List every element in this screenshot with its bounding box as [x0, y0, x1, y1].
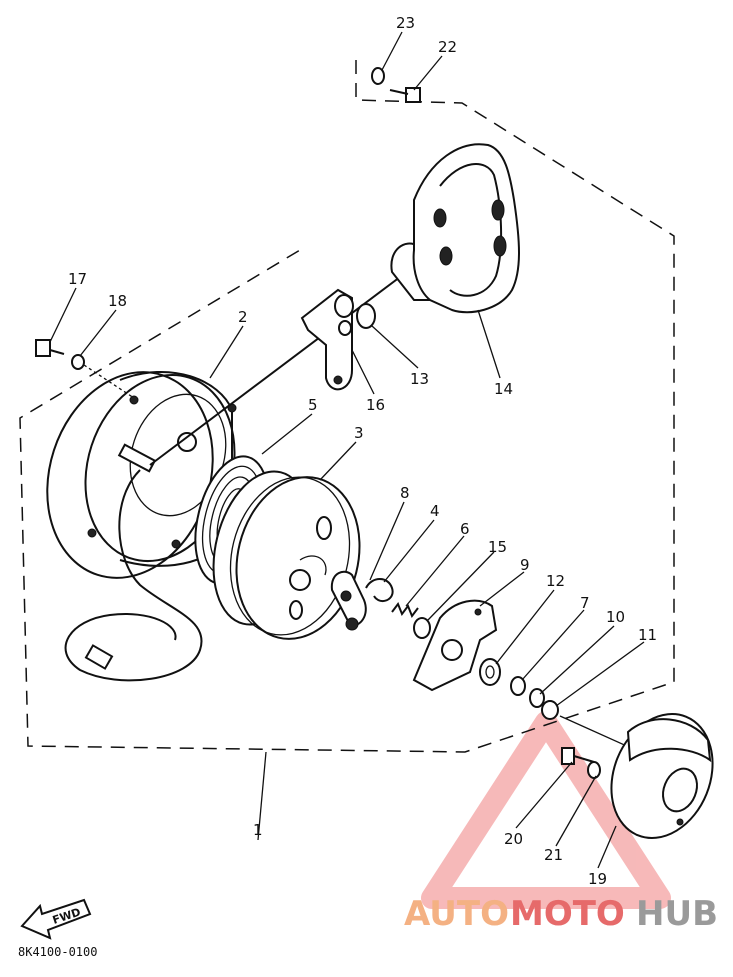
- washer-15: [413, 617, 431, 639]
- callout-5: 5: [308, 396, 318, 414]
- callout-6: 6: [460, 520, 470, 538]
- pawl: [330, 570, 367, 631]
- return-spring: [391, 601, 419, 619]
- callout-15: 15: [488, 538, 507, 556]
- assembly-outline: [19, 60, 675, 753]
- pawl-spring: [365, 578, 394, 603]
- starter-handle: [390, 143, 520, 314]
- pulley-cup: [610, 712, 714, 840]
- callout-14: 14: [494, 380, 513, 398]
- rope-guide: [300, 288, 354, 391]
- washer-12: [479, 658, 501, 686]
- callout-22: 22: [438, 38, 457, 56]
- bolt-17: [35, 339, 65, 357]
- callout-12: 12: [546, 572, 565, 590]
- watermark-auto: AUTO: [404, 894, 509, 934]
- watermark-hub: HUB: [636, 894, 718, 934]
- callout-21: 21: [544, 846, 563, 864]
- watermark-text: AUTO MOTO HUB: [404, 894, 718, 934]
- starter-cable: [64, 469, 203, 682]
- washer-18: [71, 354, 85, 370]
- washer-21: [587, 761, 601, 779]
- callout-9: 9: [520, 556, 530, 574]
- callout-3: 3: [354, 424, 364, 442]
- callout-13: 13: [410, 370, 429, 388]
- callout-18: 18: [108, 292, 127, 310]
- bolt-22: [389, 87, 421, 103]
- washer-23: [371, 67, 385, 85]
- grommet: [356, 303, 376, 329]
- callout-4: 4: [430, 502, 440, 520]
- callout-23: 23: [396, 14, 415, 32]
- watermark-triangle: [421, 711, 671, 909]
- starter-rope: [149, 273, 405, 466]
- callout-7: 7: [580, 594, 590, 612]
- callout-2: 2: [238, 308, 248, 326]
- callout-20: 20: [504, 830, 523, 848]
- callout-19: 19: [588, 870, 607, 888]
- watermark-moto: MOTO: [510, 894, 625, 934]
- fwd-arrow-icon: FWD: [20, 898, 92, 940]
- callout-labels: 1 2 3 4 5 6 7 8 9 10 11 12 13 14 15 16 1…: [68, 14, 657, 888]
- sheave-drum: [212, 470, 361, 640]
- nut-11: [541, 700, 559, 720]
- leader-1: [257, 751, 267, 841]
- callout-8: 8: [400, 484, 410, 502]
- callout-16: 16: [366, 396, 385, 414]
- cable-connector: [84, 644, 114, 670]
- leader-lines: [49, 31, 645, 869]
- callout-1: 1: [253, 821, 263, 839]
- friction-plate: [412, 599, 498, 692]
- bolt-20: [561, 747, 595, 765]
- washer-7: [510, 676, 526, 696]
- part-code: 8K4100-0100: [18, 945, 97, 959]
- callout-17: 17: [68, 270, 87, 288]
- starter-case: [46, 371, 237, 579]
- callout-11: 11: [638, 626, 657, 644]
- callout-10: 10: [606, 608, 625, 626]
